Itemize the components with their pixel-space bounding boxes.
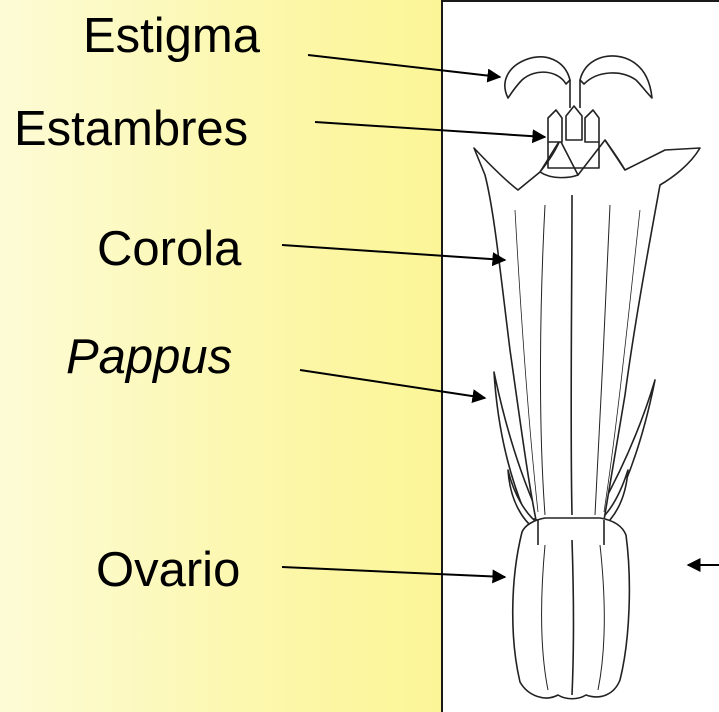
arrow-estigma (308, 55, 500, 77)
stigma (505, 56, 652, 108)
arrow-ovario (282, 567, 505, 577)
arrow-corola (282, 245, 505, 260)
ovary (513, 518, 630, 699)
arrow-estambres (315, 122, 545, 137)
flower-illustration (474, 56, 700, 699)
arrow-pappus (300, 370, 485, 398)
leader-lines (282, 55, 719, 577)
